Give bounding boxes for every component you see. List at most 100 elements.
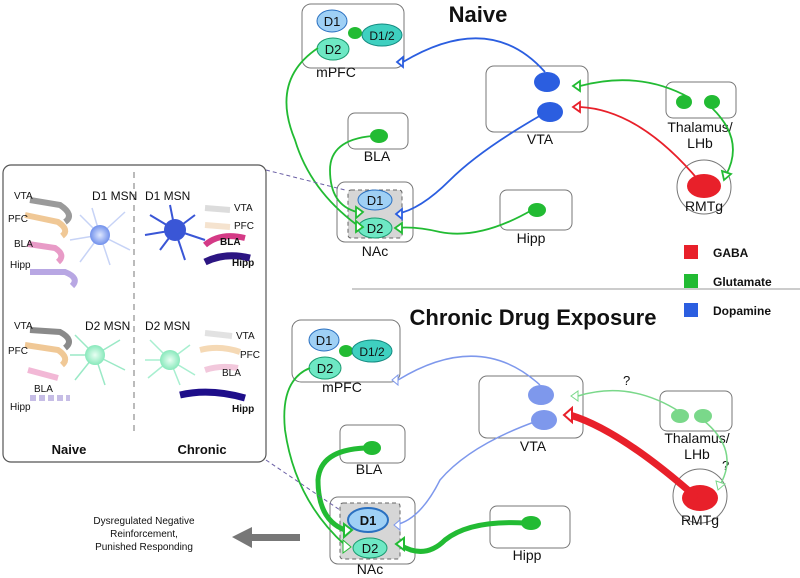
- naive-pfc-vta-terminal: [395, 55, 404, 69]
- naive-mpfc-label: mPFC: [316, 64, 356, 80]
- legend-gaba-swatch: [684, 245, 698, 259]
- chronic-pfc-nac-terminal: [342, 538, 352, 554]
- inset-naive-d2-title: D2 MSN: [85, 319, 130, 333]
- inset-chronic-d1: D1 MSN VTA PFC BLA Hipp: [144, 189, 254, 269]
- outcome-arrow: [232, 527, 300, 548]
- inset-chronic-d2-title: D2 MSN: [145, 319, 190, 333]
- naive-mpfc-d1-label: D1: [324, 14, 341, 29]
- inset-chronic-d1-title: D1 MSN: [145, 189, 190, 203]
- naive-vta-box: [485, 65, 589, 133]
- naive-pfc-to-vta: [402, 37, 546, 73]
- inset-naive-d2-vta: VTA: [14, 321, 33, 332]
- chronic-mpfc-d1-label: D1: [316, 333, 333, 348]
- naive-panel: Naive D1 D2 D1/2 mPFC VTA Thalamus/ LHb …: [285, 2, 737, 259]
- naive-mpfc-d12: [361, 23, 403, 47]
- outcome-line-2: Reinforcement,: [110, 529, 178, 540]
- inset-naive-d2-hipp: Hipp: [10, 402, 31, 413]
- inset-chronic-d2-vta: VTA: [236, 331, 255, 342]
- naive-hipp-label: Hipp: [517, 230, 546, 246]
- naive-thalamus-to-vta: [579, 79, 691, 99]
- chronic-mpfc-d2-label: D2: [317, 361, 334, 376]
- legend: GABA Glutamate Dopamine: [684, 245, 772, 318]
- naive-mpfc-d12-label: D1/2: [369, 29, 395, 43]
- chronic-hipp-label: Hipp: [513, 547, 542, 563]
- naive-rmtg-neuron: [687, 174, 721, 198]
- inset-naive-d2-pfc: PFC: [8, 346, 28, 357]
- inset-chronic-d1-vta: VTA: [234, 203, 253, 214]
- inset-naive-d1: D1 MSN VTA PFC BLA Hipp: [8, 189, 137, 289]
- naive-mpfc-glut: [348, 27, 362, 39]
- chronic-question-thalamus-rmtg: ?: [722, 458, 729, 473]
- inset-chronic-d1-bla: BLA: [220, 237, 241, 248]
- chronic-nac-d2: [352, 537, 388, 559]
- chronic-pfc-to-nac: [283, 367, 346, 546]
- chronic-mpfc-d12-label: D1/2: [359, 345, 385, 359]
- naive-nac-d2-label: D2: [367, 221, 384, 236]
- naive-hipp-nac-terminal: [393, 221, 403, 235]
- naive-nac-d1-label: D1: [367, 193, 384, 208]
- naive-vta-nac-terminal: [394, 207, 403, 221]
- inset-naive-d2-bla: BLA: [34, 384, 53, 395]
- chronic-vta-label: VTA: [520, 438, 547, 454]
- legend-glutamate-swatch: [684, 274, 698, 288]
- chronic-thalamus-neuron-2: [694, 409, 712, 423]
- naive-bla-neuron: [370, 129, 388, 143]
- chronic-lhb-label: LHb: [684, 446, 710, 462]
- naive-bla-label: BLA: [364, 148, 391, 164]
- legend-dopamine-swatch: [684, 303, 698, 317]
- naive-thalamus-neuron-2: [704, 95, 720, 109]
- inset-naive-d1-hipp: Hipp: [10, 260, 31, 271]
- inset-naive-d1-bla: BLA: [14, 239, 33, 250]
- chronic-mpfc-d12: [351, 339, 393, 363]
- chronic-hipp-neuron: [521, 516, 541, 530]
- naive-vta-neuron-top: [534, 72, 560, 92]
- chronic-rmtg-label: RMTg: [681, 512, 719, 528]
- legend-dopamine-label: Dopamine: [713, 304, 771, 318]
- chronic-vta-nac-terminal: [393, 518, 401, 532]
- inset-naive-d1-pfc: PFC: [8, 214, 28, 225]
- chronic-title: Chronic Drug Exposure: [410, 305, 657, 330]
- inset-footer-naive: Naive: [52, 442, 87, 457]
- legend-glutamate-label: Glutamate: [713, 275, 772, 289]
- chronic-vta-box: [478, 375, 584, 439]
- naive-rmtg-label: RMTg: [685, 198, 723, 214]
- inset-chronic-d1-hipp: Hipp: [232, 258, 254, 269]
- inset-chronic-d2-pfc: PFC: [240, 350, 260, 361]
- inset-footer-chronic: Chronic: [177, 442, 226, 457]
- chronic-panel: Chronic Drug Exposure D1 D2 D1/2 mPFC VT…: [283, 305, 733, 577]
- inset-naive-d1-vta: VTA: [14, 191, 33, 202]
- naive-pfc-to-nac: [285, 47, 358, 226]
- chronic-vta-neuron-top: [528, 385, 554, 405]
- inset-chronic-d2-hipp: Hipp: [232, 404, 254, 415]
- naive-thalamus-vta-terminal: [571, 79, 581, 93]
- chronic-thalamus-label: Thalamus/: [664, 430, 729, 446]
- chronic-vta-to-nac: [394, 420, 538, 526]
- zoom-line-top: [265, 169, 346, 191]
- chronic-vta-neuron-bottom: [531, 410, 557, 430]
- naive-rmtg-to-vta: [579, 106, 701, 183]
- naive-thalamus-to-rmtg: [711, 107, 734, 176]
- naive-hipp-neuron: [528, 203, 546, 217]
- inset-naive-d1-title: D1 MSN: [92, 189, 137, 203]
- naive-mpfc-d2-label: D2: [325, 42, 342, 57]
- chronic-thalamus-vta-terminal: [570, 390, 579, 402]
- legend-gaba-label: GABA: [713, 246, 749, 260]
- chronic-bla-label: BLA: [356, 461, 383, 477]
- chronic-hipp-nac-terminal: [394, 536, 405, 552]
- naive-bla-nac-terminal: [355, 205, 365, 220]
- chronic-mpfc-label: mPFC: [322, 379, 362, 395]
- naive-bla-to-nac: [329, 135, 373, 213]
- naive-thalamus-label: Thalamus/: [667, 119, 732, 135]
- inset-chronic-d2-bla: BLA: [222, 368, 241, 379]
- chronic-nac-d1: [347, 507, 389, 533]
- naive-nac-label: NAc: [362, 243, 388, 259]
- naive-vta-to-nac: [395, 113, 544, 215]
- inset-naive-d2: D2 MSN VTA PFC BLA Hipp: [8, 319, 130, 413]
- chronic-thalamus-neuron-1: [671, 409, 689, 423]
- naive-rmtg-vta-terminal: [571, 100, 581, 114]
- chronic-pfc-vta-terminal: [391, 373, 399, 387]
- naive-mpfc-d1: [316, 9, 348, 33]
- chronic-mpfc-glut: [339, 345, 353, 357]
- inset-chronic-d1-pfc: PFC: [234, 221, 254, 232]
- chronic-nac-label: NAc: [357, 561, 383, 577]
